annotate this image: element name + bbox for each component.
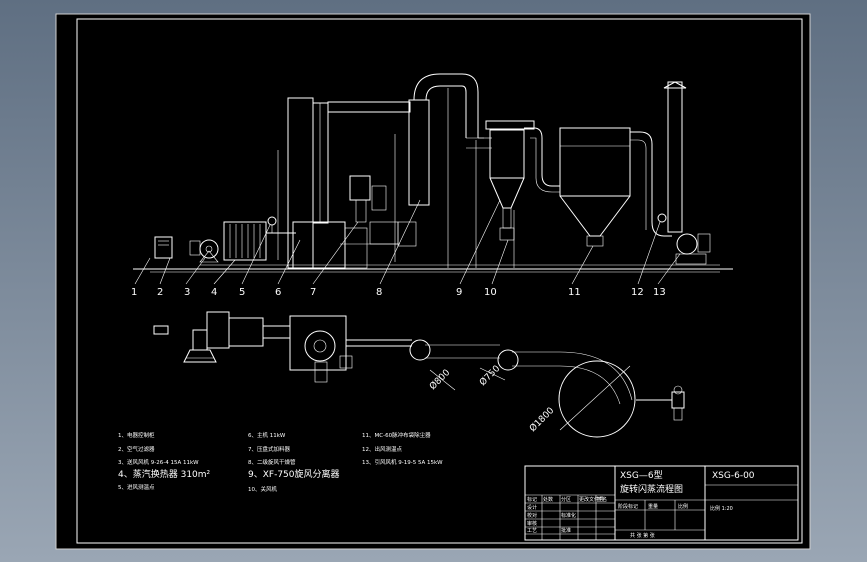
legend-item-9: 9、XF-750旋风分离器 (248, 468, 340, 480)
legend-item-11: 11、MC-60脉冲布袋除尘器 (362, 431, 431, 439)
callout-13: 13 (653, 287, 666, 298)
callout-1: 1 (131, 287, 137, 298)
legend-item-8: 8、二级旋风干燥管 (248, 458, 296, 466)
header-cell-3: 分区 (561, 496, 571, 503)
row-label-5: 标准化 (561, 512, 576, 519)
legend-item-5: 5、进风测温点 (118, 483, 155, 491)
callout-8: 8 (376, 287, 382, 298)
title-line-1: XSG—6型 (620, 470, 663, 481)
drawing-border (76, 18, 803, 544)
callout-5: 5 (239, 287, 245, 298)
stage-label-3: 比例 (678, 503, 688, 510)
top-duct (327, 101, 411, 113)
legend-item-3: 3、送风风机 9-26-4 15A 11kW (118, 458, 199, 466)
drawing-number: XSG-6-00 (712, 471, 755, 481)
legend-item-13: 13、引风风机 9-19-5 5A 15kW (362, 458, 443, 466)
row-label-4: 工艺 (527, 528, 537, 534)
title-block (524, 465, 799, 541)
elevation-view (133, 73, 733, 285)
header-cell-2: 处数 (543, 496, 553, 503)
row-label-6: 批准 (561, 527, 571, 534)
row-label-3: 审核 (527, 520, 537, 527)
stage-label-2: 重量 (648, 503, 658, 510)
plan-main-chamber (289, 315, 347, 371)
row-label-1: 设计 (527, 504, 537, 511)
title-line-2: 旋转闪蒸流程图 (620, 483, 683, 495)
legend-item-10: 10、关风机 (248, 485, 277, 493)
legend-item-4: 4、蒸汽换热器 310m² (118, 468, 211, 480)
plan-filter (183, 349, 217, 363)
callout-4: 4 (211, 287, 217, 298)
callout-numbers: 1 2 3 4 5 6 7 8 9 10 11 12 13 (131, 287, 666, 298)
callout-3: 3 (184, 287, 190, 298)
callout-6: 6 (275, 287, 281, 298)
plan-riser (409, 339, 431, 361)
plan-heat-exchanger (228, 317, 264, 347)
heat-exchanger (223, 221, 267, 261)
callout-12: 12 (631, 287, 644, 298)
scale-note: 比例 1:20 (710, 505, 733, 512)
outlet-thermometer (657, 213, 667, 223)
callout-10: 10 (484, 287, 497, 298)
row-label-2: 校对 (527, 512, 537, 519)
callout-7: 7 (310, 287, 316, 298)
callout-2: 2 (157, 287, 163, 298)
bag-filter (559, 127, 631, 197)
cyclone-separator (489, 129, 525, 179)
sheet-label: 共 张 第 张 (630, 532, 655, 539)
legend-item-2: 2、空气过滤器 (118, 445, 155, 453)
plan-view (153, 311, 685, 438)
riser-duct (408, 99, 430, 206)
drawing-sheet (55, 13, 811, 550)
plan-cyclone (497, 349, 519, 371)
stage-label-1: 阶段标记 (618, 503, 638, 510)
legend: 1、电器控制柜 2、空气过滤器 3、送风风机 9-26-4 15A 11kW 4… (118, 431, 443, 493)
legend-item-12: 12、出风测温点 (362, 445, 402, 453)
control-cabinet (154, 236, 173, 259)
header-cell-1: 标记 (527, 496, 537, 503)
header-cell-5: 签名 (597, 496, 607, 503)
header-cell-4: 更改文件号 (579, 496, 604, 503)
callout-11: 11 (568, 287, 581, 298)
plan-bag-filter (558, 360, 636, 438)
legend-item-6: 6、主机 11kW (248, 431, 286, 439)
legend-item-1: 1、电器控制柜 (118, 431, 155, 439)
callout-9: 9 (456, 287, 462, 298)
leader-1 (134, 257, 151, 285)
legend-item-7: 7、压盘式加料器 (248, 445, 290, 453)
